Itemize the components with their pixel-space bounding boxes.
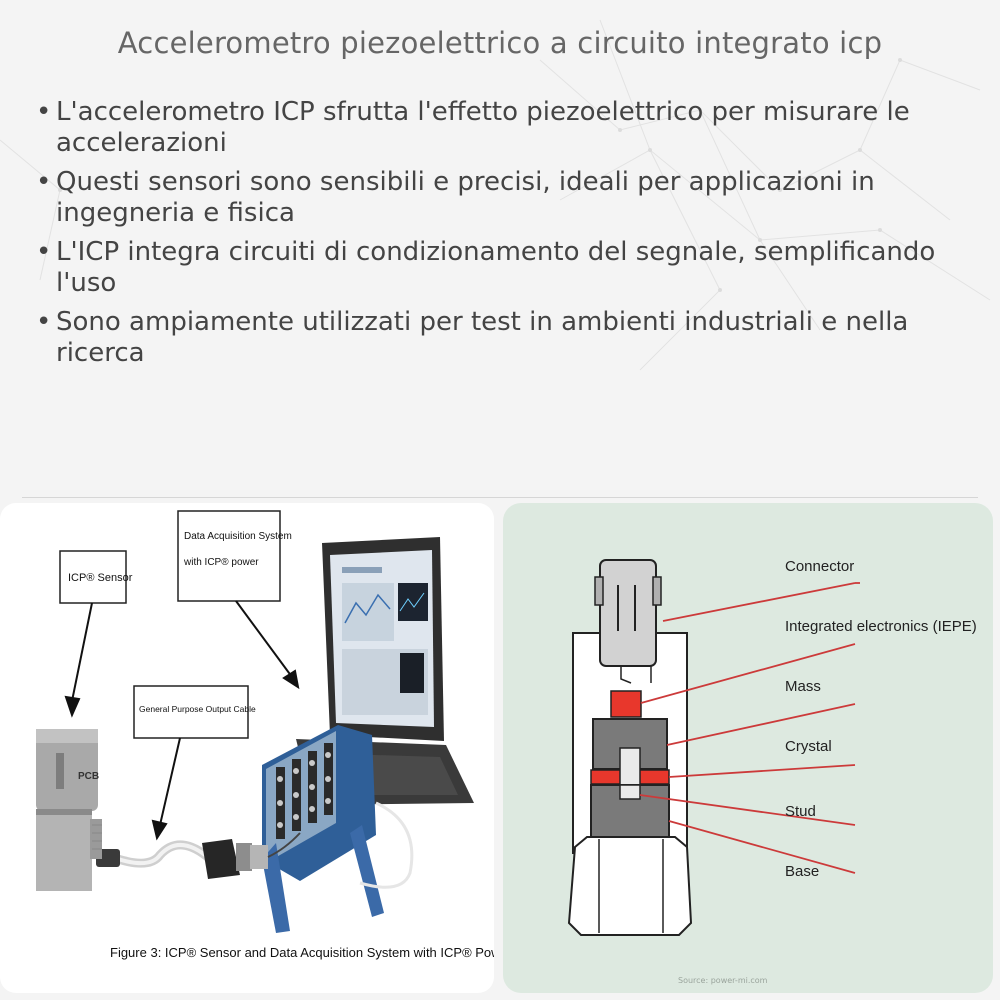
- icp-sensor-image: PCB: [36, 729, 102, 891]
- bullet-item: • Sono ampiamente utilizzati per test in…: [36, 307, 976, 369]
- hex-base-nut: [567, 836, 693, 936]
- section-divider: [22, 497, 978, 498]
- bullet-text: Questi sensori sono sensibili e precisi,…: [56, 167, 875, 228]
- bullet-dot: •: [36, 167, 52, 197]
- cable-label-box: [133, 685, 249, 739]
- callout-arrows: [64, 600, 300, 841]
- cross-section-figure: Connector Integrated electronics (IEPE) …: [503, 503, 993, 993]
- label-stud: Stud: [785, 803, 816, 820]
- bullet-text: Sono ampiamente utilizzati per test in a…: [56, 307, 909, 368]
- label-connector: Connector: [785, 558, 854, 575]
- daq-label-line2: with ICP® power: [183, 557, 259, 568]
- bullet-dot: •: [36, 307, 52, 337]
- sensor-label-box: [59, 550, 127, 604]
- bullet-dot: •: [36, 97, 52, 127]
- label-mass: Mass: [785, 678, 821, 695]
- sensor-marking: PCB: [78, 771, 99, 782]
- figure-caption: Figure 3: ICP® Sensor and Data Acquisiti…: [110, 945, 494, 960]
- sensor-label: ICP® Sensor: [68, 572, 133, 584]
- icp-system-illustration: ICP® Sensor Data Acquisition System with…: [36, 510, 494, 960]
- bullet-item: • L'accelerometro ICP sfrutta l'effetto …: [36, 97, 976, 159]
- daq-label-box: [177, 510, 281, 602]
- bullet-dot: •: [36, 237, 52, 267]
- bullet-list: • L'accelerometro ICP sfrutta l'effetto …: [36, 97, 976, 377]
- page-title: Accelerometro piezoelettrico a circuito …: [117, 26, 883, 60]
- source-credit: Source: power-mi.com: [678, 976, 768, 985]
- background-texture: [0, 19, 991, 371]
- bullet-item: • L'ICP integra circuiti di condizioname…: [36, 237, 976, 299]
- bullet-text: L'ICP integra circuiti di condizionament…: [56, 237, 936, 298]
- leader-lines: [639, 582, 860, 874]
- bullet-text: L'accelerometro ICP sfrutta l'effetto pi…: [56, 97, 910, 158]
- label-base: Base: [785, 863, 819, 880]
- iepe-electronics: [610, 690, 642, 718]
- icp-system-figure: ICP® Sensor Data Acquisition System with…: [0, 503, 494, 993]
- bullet-item: • Questi sensori sono sensibili e precis…: [36, 167, 976, 229]
- daq-label-line1: Data Acquisition System: [184, 531, 292, 542]
- label-crystal: Crystal: [785, 738, 832, 755]
- label-iepe: Integrated electronics (IEPE): [785, 618, 977, 635]
- cable-label: General Purpose Output Cable: [139, 704, 256, 714]
- accelerometer-cross-section: Connector Integrated electronics (IEPE) …: [567, 558, 977, 985]
- connector-part: [594, 559, 662, 684]
